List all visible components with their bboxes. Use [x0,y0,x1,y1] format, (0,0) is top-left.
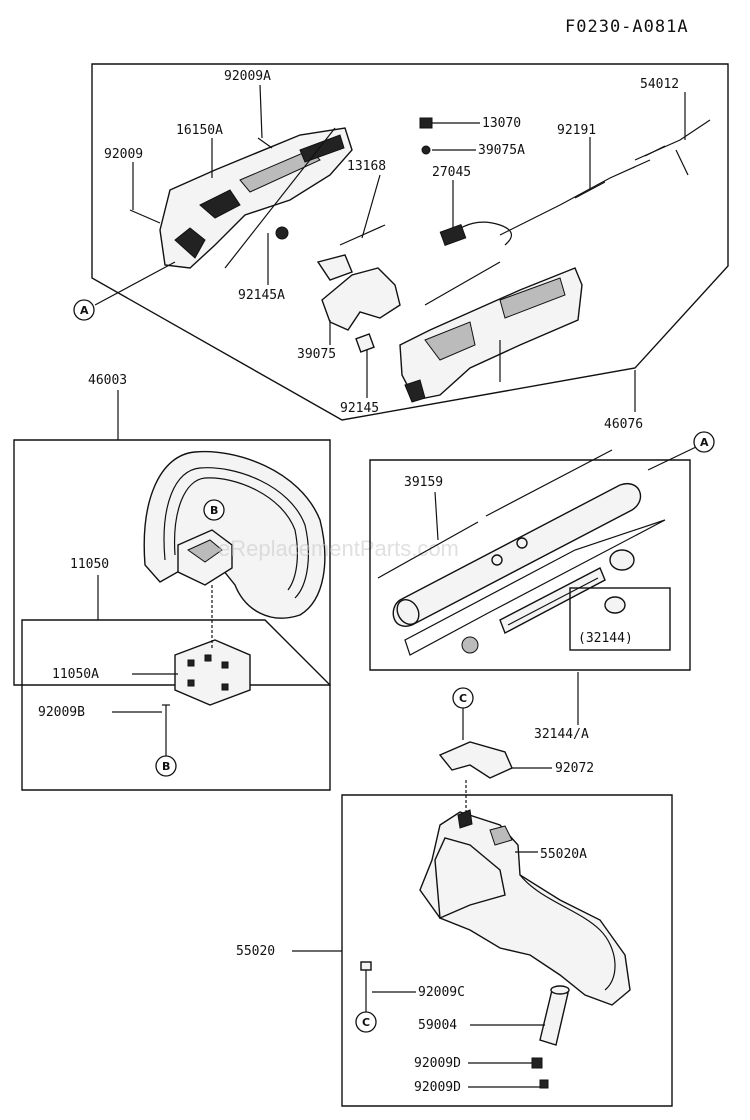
bushing-upper [609,549,635,571]
leader-92009a [259,84,263,139]
leader-39159 [434,491,439,541]
connector-27045 [439,224,467,246]
cable-54012-sleeve [644,145,666,157]
assembly-guide-line [224,127,336,269]
label-11050a: 11050A [52,667,99,682]
label-39159: 39159 [404,475,443,490]
svg-text:A: A [80,304,89,317]
handle-half-right-16160 [399,267,583,403]
bushing-32144 [604,596,626,614]
leader-callout-a-right [647,446,697,471]
callout-c-bottom: C [355,1011,377,1033]
callout-a-right: A [693,431,715,453]
clamp-92072 [438,741,513,779]
callout-c-top: C [452,687,474,709]
label-27045: 27045 [432,165,471,180]
guard-55020 [419,809,631,1006]
throttle-lever-39075 [321,267,401,331]
label-39075: 39075 [297,347,336,362]
label-92072: 92072 [555,761,594,776]
diagram-code: F0230-A081A [565,17,689,37]
bushing-rail [499,567,606,634]
drive-shaft-39159 [377,521,479,579]
shaft-top [550,985,570,995]
shaft-box [369,459,691,671]
handle-assembly-box [91,63,729,421]
bushing-lower [461,636,479,654]
callout-b-top: B [203,499,225,521]
tube-shadow-plane [404,519,666,656]
label-55020a: 55020A [540,847,587,862]
screw-92009a [257,137,273,149]
label-46076: 46076 [604,417,643,432]
label-32144-paren: (32144) [578,631,633,646]
label-16150a: 16150A [176,123,223,138]
outer-tube [392,482,642,627]
bolt-92009c-head [360,961,372,971]
label-92009: 92009 [104,147,143,162]
label-92009c: 92009C [418,985,465,1000]
label-92145a: 92145A [238,288,285,303]
switch-13070 [419,117,433,129]
svg-text:B: B [210,504,218,517]
clamp-11050a [174,639,251,706]
svg-text:A: A [700,436,709,449]
svg-text:C: C [459,692,467,705]
bolt-92009d-2 [539,1079,549,1089]
cable-end [675,149,689,176]
leader-13168 [361,174,381,239]
label-92191: 92191 [557,123,596,138]
svg-text:C: C [362,1016,370,1029]
screw-92009 [129,209,161,224]
label-59004: 59004 [418,1018,457,1033]
label-39075a: 39075A [478,143,525,158]
label-46003: 46003 [88,373,127,388]
callout-a-top: A [73,299,95,321]
label-92145: 92145 [340,401,379,416]
guard-box [341,794,673,1107]
ring-1 [516,537,528,549]
watermark: eReplacementParts.com [218,536,459,561]
rail-line [507,577,599,626]
ring-2 [491,554,503,566]
label-54012: 54012 [640,77,679,92]
cable-92191 [499,159,651,236]
label-13070: 13070 [482,116,521,131]
loop-handle-11050 [143,450,326,619]
drive-shaft-39159-upper [485,449,613,517]
nut-92145a [275,226,289,240]
leader-callout-a-top [94,261,176,306]
assembly-guide-line-2 [424,261,501,306]
shaft-59004 [539,989,569,1046]
handle-half-left-16150a [159,127,353,269]
label-55020: 55020 [236,944,275,959]
handle-subbox [21,619,331,791]
label-92009b: 92009B [38,705,85,720]
label-13168: 13168 [347,159,386,174]
inset-32144-box [569,587,671,651]
label-11050: 11050 [70,557,109,572]
label-92009d-2: 92009D [414,1080,461,1095]
cable-54012 [634,119,711,161]
washer-92145 [355,333,375,353]
label-32144a: 32144/A [534,727,589,742]
label-92009a: 92009A [224,69,271,84]
callout-b-bottom: B [155,755,177,777]
label-92009d-1: 92009D [414,1056,461,1071]
spring-39075a [421,145,431,155]
trigger-part [316,254,353,281]
svg-text:B: B [162,760,170,773]
bolt-92009d-1 [531,1057,543,1069]
